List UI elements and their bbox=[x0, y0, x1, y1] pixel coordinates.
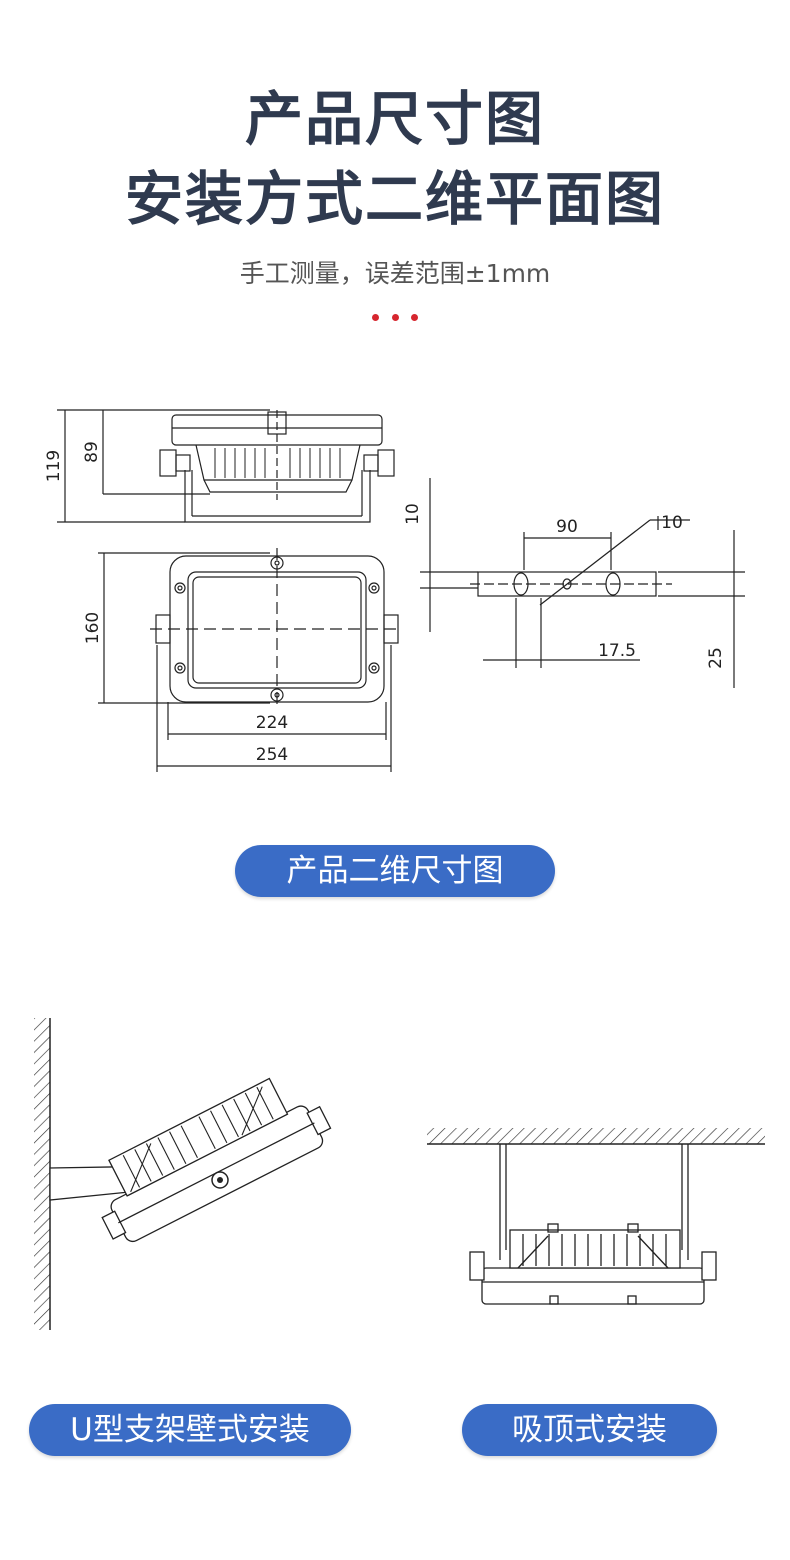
measurement-note: 手工测量，误差范围±1mm bbox=[239, 259, 551, 288]
dim-17-5: 17.5 bbox=[598, 641, 636, 661]
product-dimensions-label: 产品二维尺寸图 bbox=[235, 845, 555, 897]
ceiling-mount-drawing bbox=[427, 1128, 765, 1305]
dim-224: 224 bbox=[256, 713, 288, 733]
dot-3 bbox=[411, 314, 418, 321]
dim-10-left: 10 bbox=[403, 503, 423, 525]
dot-2 bbox=[391, 314, 399, 321]
dim-160: 160 bbox=[83, 612, 103, 644]
dot-1 bbox=[372, 314, 379, 321]
dim-90: 90 bbox=[556, 517, 578, 537]
dim-25: 25 bbox=[706, 647, 726, 669]
dim-89: 89 bbox=[82, 441, 102, 463]
ceiling-mount-label: 吸顶式安装 bbox=[462, 1404, 717, 1456]
wall-mount-drawing bbox=[34, 1018, 332, 1330]
bracket-detail-drawing bbox=[420, 478, 745, 688]
top-view-drawing bbox=[98, 548, 400, 772]
page-title: 产品尺寸图 bbox=[244, 85, 545, 153]
dim-254: 254 bbox=[256, 745, 288, 765]
dim-10-right: 10 bbox=[661, 513, 683, 533]
side-view-drawing bbox=[57, 409, 395, 523]
page-subtitle-title: 安装方式二维平面图 bbox=[124, 165, 665, 233]
decor-dots bbox=[372, 314, 418, 322]
u-bracket-wall-mount-label: U型支架壁式安装 bbox=[29, 1404, 351, 1456]
dim-119: 119 bbox=[44, 450, 64, 482]
